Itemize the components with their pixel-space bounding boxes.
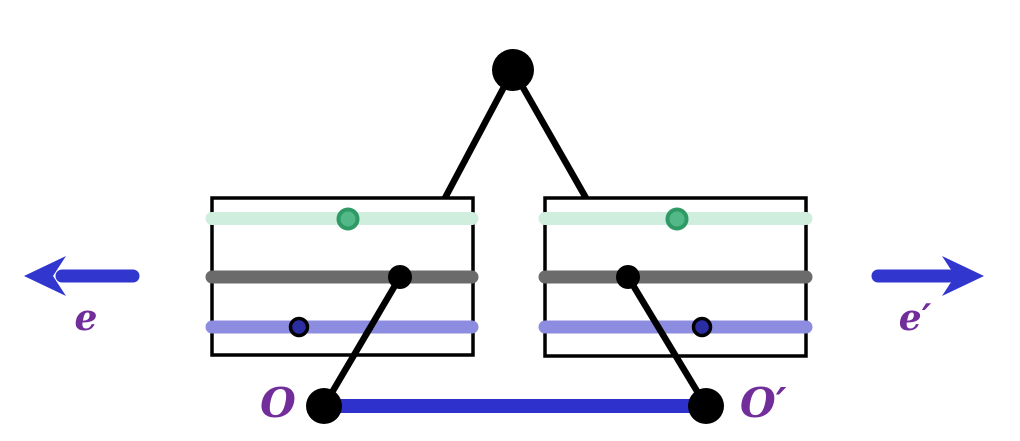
O-root-label: O [260,379,296,427]
O-prime-root-node [688,388,724,424]
left-arrow-head [24,256,66,296]
edge-right-node-to-O-prime [625,275,709,408]
apex-node [492,49,534,91]
right-arrow-icon [871,256,984,296]
right-axis-label: e′ [899,297,932,339]
O-prime-root-label: O′ [740,379,787,427]
right-navy-node [691,316,713,338]
left-green-node [336,207,360,231]
right-middle-black-node [616,265,640,289]
O-root-node [306,388,342,424]
left-navy-node [288,316,310,338]
edge-left-node-to-O [321,275,403,408]
left-arrow-icon [24,256,140,296]
left-axis-label: e [75,297,98,339]
left-middle-black-node [388,265,412,289]
edge-apex-to-left-box [442,68,516,200]
edge-apex-to-right-box [510,68,589,200]
right-arrow-head [942,256,984,296]
right-green-node [665,207,689,231]
